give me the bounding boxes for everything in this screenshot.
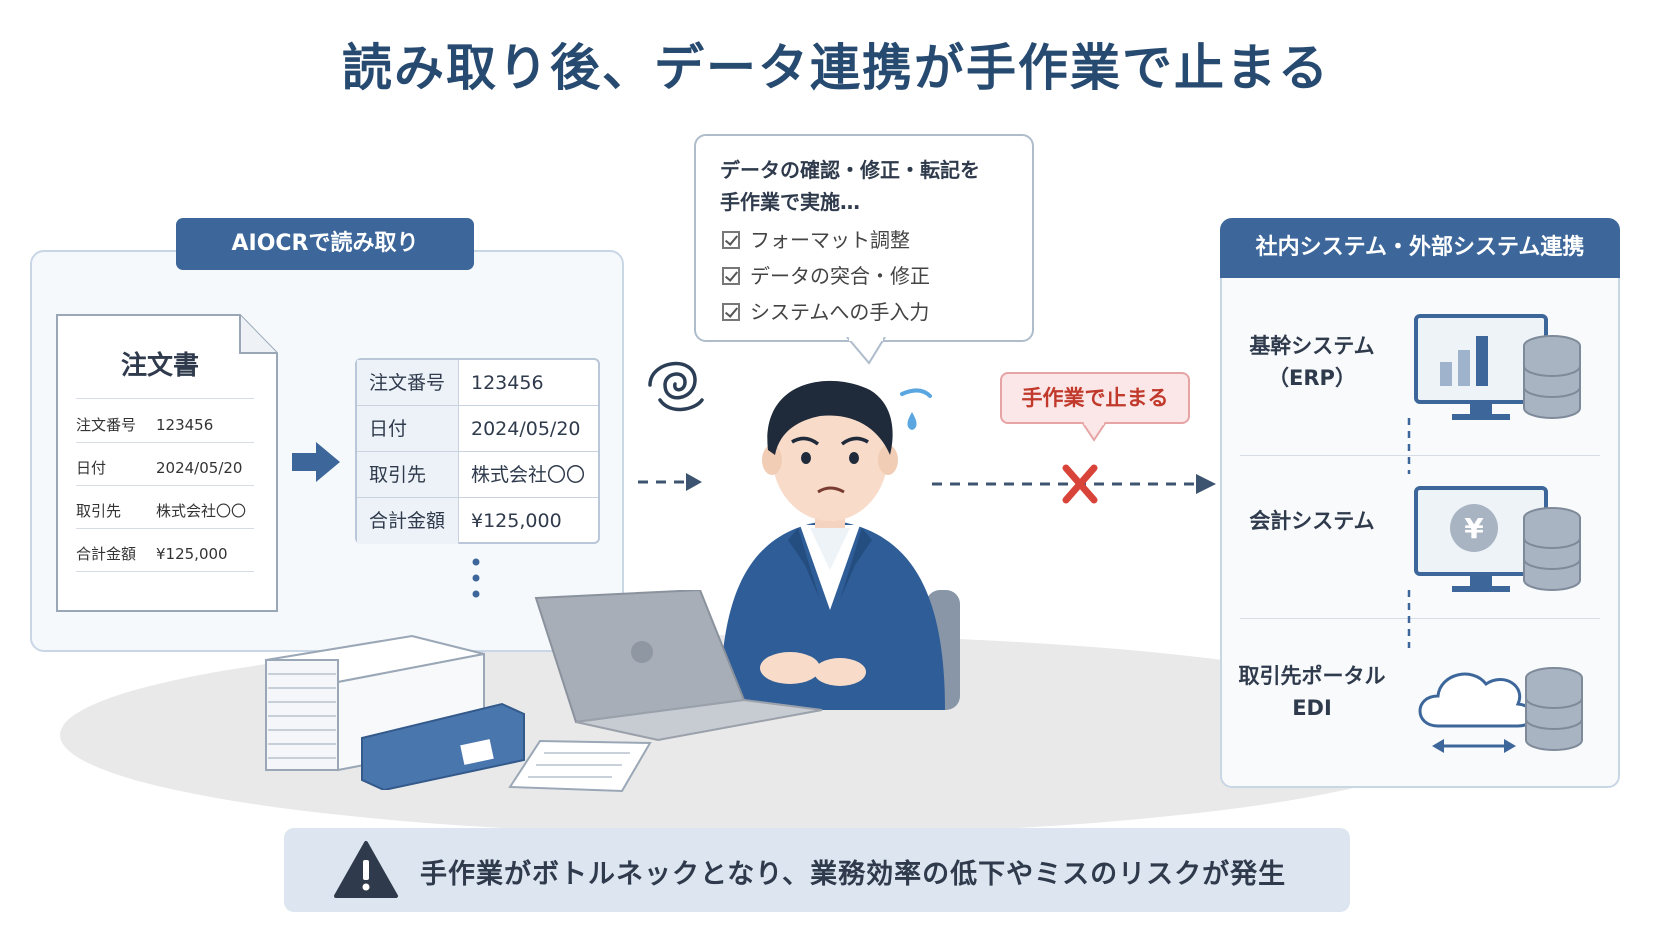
arrow-right-icon	[292, 442, 340, 482]
laptop-illustration	[534, 590, 823, 742]
system-name: 取引先ポータル	[1238, 664, 1386, 688]
doc-row: 日付 2024/05/20	[76, 457, 256, 478]
systems-panel-header: 社内システム・外部システム連携	[1220, 218, 1620, 278]
table-key: 日付	[357, 406, 459, 451]
doc-divider	[76, 485, 254, 486]
table-key: 注文番号	[357, 360, 459, 405]
checkbox-icon	[722, 267, 740, 285]
doc-divider	[76, 398, 254, 399]
more-dots-icon	[472, 558, 480, 598]
system-subname: （ERP）	[1268, 366, 1356, 390]
checklist-item: システムへの手入力	[722, 296, 929, 325]
stress-scribble-icon	[648, 362, 704, 412]
checkbox-icon	[722, 303, 740, 321]
warning-icon	[334, 841, 398, 898]
extracted-data-table: 注文番号 123456 日付 2024/05/20 取引先株式会社〇〇 合計金額 ¥1…	[355, 358, 600, 544]
system-subname: EDI	[1292, 696, 1332, 720]
table-value: ¥125,000	[471, 510, 562, 532]
doc-row-key: 注文番号	[76, 416, 137, 434]
table-row: 合計金額 ¥125,000	[357, 498, 598, 544]
doc-row: 合計金額 ¥125,000	[76, 543, 256, 564]
page-title: 読み取り後、データ連携が手作業で止まる	[342, 39, 1330, 97]
table-value: 123456	[471, 372, 544, 394]
system-label-edi: 取引先ポータル EDI	[1232, 660, 1392, 724]
table-value: 株式会社〇〇	[471, 464, 586, 486]
bubble-tail	[846, 337, 886, 365]
checkbox-icon	[722, 231, 740, 249]
system-name: 会計システム	[1249, 509, 1375, 533]
divider	[1240, 618, 1600, 619]
doc-row-value: 2024/05/20	[156, 459, 243, 477]
document-title: 注文書	[120, 351, 199, 381]
doc-divider	[76, 571, 254, 572]
doc-row: 取引先 株式会社〇〇	[76, 500, 256, 521]
system-connector	[1407, 418, 1411, 648]
stop-badge: 手作業で止まる	[1000, 372, 1190, 424]
checklist-item: フォーマット調整	[722, 224, 910, 253]
cloud-icon	[1418, 667, 1583, 753]
checklist-item: データの突合・修正	[722, 260, 930, 289]
monitor-chart-icon	[1414, 314, 1581, 420]
doc-row-value: 株式会社〇〇	[156, 502, 247, 520]
monitor-yen-icon: ¥	[1414, 486, 1581, 592]
order-document	[56, 314, 278, 612]
warning-banner-text: 手作業がボトルネックとなり、業務効率の低下やミスのリスクが発生	[420, 859, 1287, 890]
bubble-line-1: データの確認・修正・転記を	[720, 158, 980, 182]
doc-divider	[76, 528, 254, 529]
doc-divider	[76, 442, 254, 443]
table-key: 合計金額	[357, 498, 459, 544]
divider	[1240, 455, 1600, 456]
stop-badge-tail	[1081, 422, 1107, 442]
checklist-label: システムへの手入力	[750, 300, 930, 324]
blocked-connection	[932, 464, 1216, 504]
dashed-arrow-icon	[638, 473, 702, 491]
system-label-erp: 基幹システム （ERP）	[1232, 330, 1392, 394]
paper-stack-illustration	[265, 634, 525, 790]
doc-row: 注文番号 123456	[76, 414, 256, 435]
worried-worker-illustration	[720, 380, 960, 710]
table-row: 取引先株式会社〇〇	[357, 452, 598, 498]
system-label-accounting: 会計システム	[1232, 505, 1392, 537]
doc-row-value: ¥125,000	[156, 545, 228, 563]
doc-row-key: 日付	[76, 459, 107, 477]
warning-banner	[284, 828, 1350, 912]
table-row: 日付 2024/05/20	[357, 406, 598, 452]
speech-bubble	[694, 134, 1034, 342]
svg-text:¥: ¥	[1464, 512, 1484, 545]
checklist-label: フォーマット調整	[750, 228, 910, 252]
table-row: 注文番号 123456	[357, 360, 598, 406]
table-key: 取引先	[357, 452, 459, 497]
loose-paper-illustration	[508, 739, 652, 793]
system-name: 基幹システム	[1249, 334, 1375, 358]
doc-row-key: 取引先	[76, 502, 122, 520]
bubble-line-2: 手作業で実施…	[720, 190, 860, 214]
doc-row-key: 合計金額	[76, 545, 137, 563]
ocr-tag: AIOCRで読み取り	[176, 218, 474, 270]
bubble-heading: データの確認・修正・転記を 手作業で実施…	[720, 154, 1020, 218]
checklist-label: データの突合・修正	[750, 264, 930, 288]
doc-row-value: 123456	[156, 416, 214, 434]
table-value: 2024/05/20	[471, 418, 581, 440]
